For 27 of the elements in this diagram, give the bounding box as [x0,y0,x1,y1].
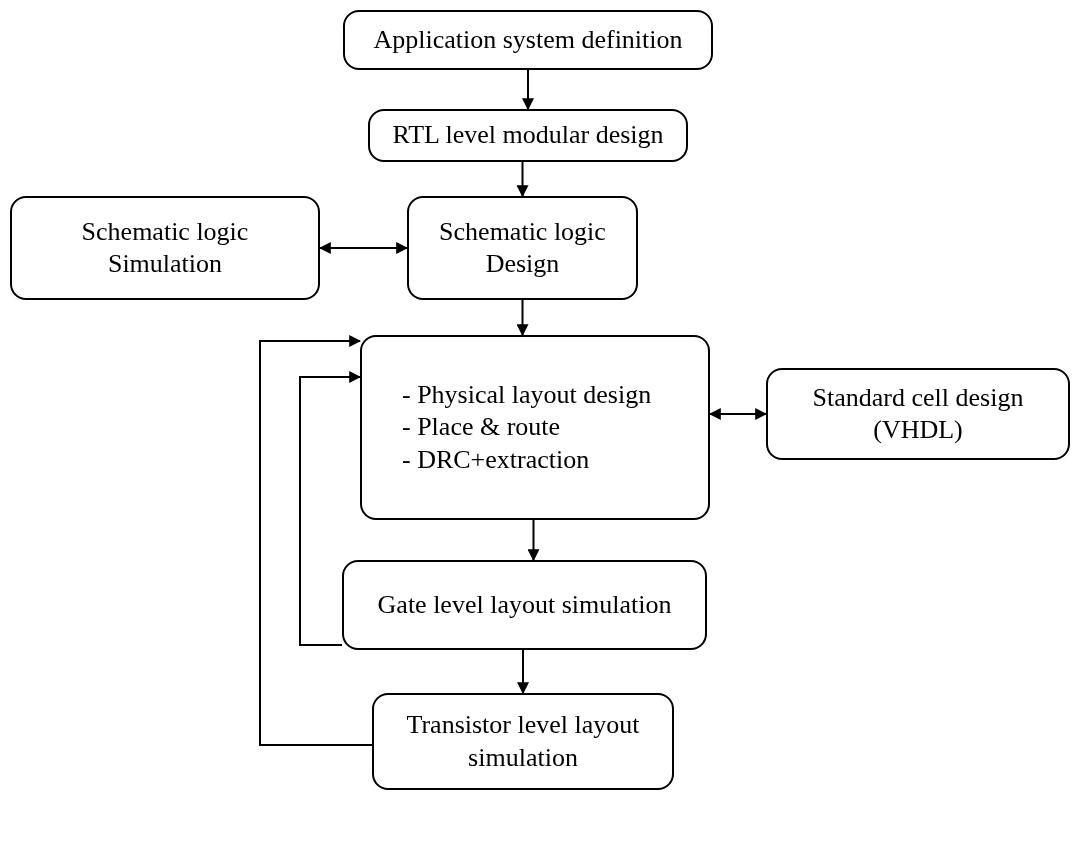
arrow [517,649,529,695]
process-box [10,196,320,300]
process-box [766,368,1070,460]
box-label: Transistor level layout simulation [405,709,641,774]
arrow [527,519,540,562]
arrow [522,69,534,111]
arrow [516,161,529,198]
process-box [368,109,688,162]
arrow [708,408,768,420]
box-label: Schematic logic Simulation [80,215,250,280]
box-label: - Place & route [402,411,561,444]
process-box [342,560,707,650]
arrow [299,371,362,646]
box-label: Standard cell design (VHDL) [811,381,1025,446]
arrow [259,335,373,746]
box-label: Gate level layout simulation [377,588,672,621]
box-label: - DRC+extraction [402,443,590,476]
box-label: Schematic logic Design [438,215,607,280]
arrow [318,242,409,254]
process-box [407,196,638,300]
process-box [372,693,674,790]
arrow [516,299,529,337]
process-box [343,10,713,70]
process-box [360,335,710,520]
box-label: Application system definition [373,23,683,56]
box-label: RTL level modular design [392,119,664,152]
box-label: - Physical layout design [402,378,652,411]
